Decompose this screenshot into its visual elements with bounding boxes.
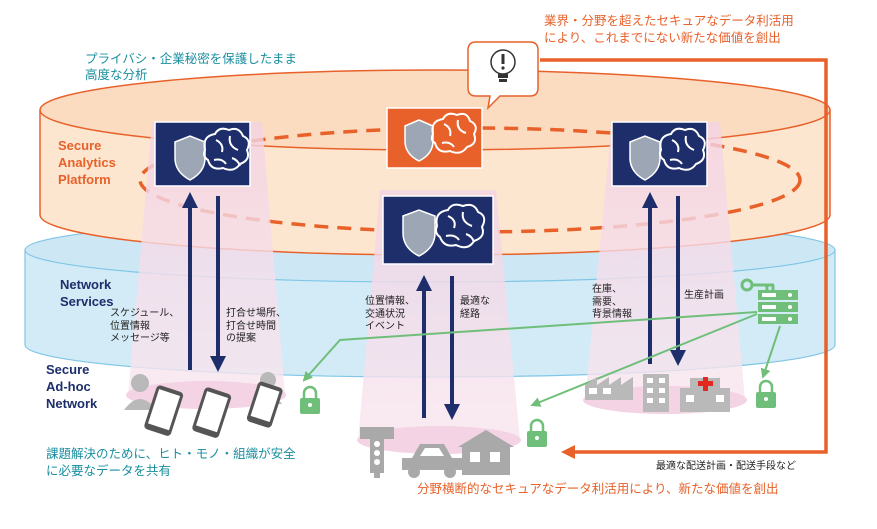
value-feedback-arrow xyxy=(540,58,828,459)
lock-icon xyxy=(527,418,547,447)
smartphone-icon xyxy=(246,381,283,428)
shield-icon xyxy=(629,135,661,181)
cross-domain-caption: 分野横断的なセキュアなデータ利活用により、新たな価値を創出 xyxy=(417,481,779,496)
beam-right xyxy=(585,122,745,400)
person-icon xyxy=(124,374,156,410)
brain-icon xyxy=(203,127,250,171)
office-building-icon xyxy=(643,374,669,412)
flow-label-right-down: 生産計画 xyxy=(684,290,724,301)
device-group-left xyxy=(124,372,283,438)
platform-label-3: Platform xyxy=(58,172,111,187)
beam-left xyxy=(128,122,285,395)
smartphone-icon xyxy=(144,385,184,436)
analysis-box-left xyxy=(154,121,251,187)
lightbulb-icon xyxy=(490,49,516,82)
flow-arrows xyxy=(182,192,686,420)
network-label-2: Services xyxy=(60,294,114,309)
sharing-caption-line2: に必要なデータを共有 xyxy=(46,463,172,478)
brain-icon xyxy=(659,127,706,171)
factory-icon xyxy=(585,377,633,400)
flow-label-center-up: 位置情報、 交通状況 イベント xyxy=(365,296,415,332)
analysis-box-center xyxy=(382,195,494,265)
brain-icon xyxy=(435,203,486,249)
brain-icon xyxy=(430,112,477,154)
flow-label-left-up: スケジュール、 位置情報 メッセージ等 xyxy=(110,308,180,344)
privacy-caption-line2: 高度な分析 xyxy=(85,67,148,82)
flow-label-center-down: 最適な 経路 xyxy=(460,296,490,320)
smartphone-icon xyxy=(192,387,232,438)
lightbulb-bubble xyxy=(467,41,539,111)
traffic-light-icon xyxy=(360,427,394,478)
sharing-caption-line1: 課題解決のために、ヒト・モノ・組織が安全 xyxy=(46,446,296,461)
adhoc-label-3: Network xyxy=(46,396,98,411)
delivery-note: 最適な配送計画・配送手段など xyxy=(656,461,796,472)
adhoc-label-2: Ad-hoc xyxy=(46,379,91,394)
server-icon xyxy=(758,290,798,324)
value-caption-line1: 業界・分野を超えたセキュアなデータ利活用 xyxy=(544,13,794,28)
flow-label-right-up: 在庫、 需要、 背景情報 xyxy=(592,284,632,320)
flow-label-left-down: 打合せ場所、 打合せ時間 の提案 xyxy=(226,308,286,344)
value-caption-line2: により、これまでにない新たな価値を創出 xyxy=(544,30,781,45)
platform-label-2: Analytics xyxy=(58,155,116,170)
shield-icon xyxy=(402,209,436,257)
lock-icon xyxy=(300,385,320,414)
analysis-box-right xyxy=(611,121,708,187)
privacy-caption-line1: プライバシ・企業秘密を保護したまま xyxy=(85,51,297,66)
lock-icon xyxy=(756,379,776,408)
hospital-icon xyxy=(680,377,730,412)
device-group-right xyxy=(585,374,730,412)
platform-label-1: Secure xyxy=(58,138,102,153)
adhoc-label-1: Secure xyxy=(46,362,90,377)
analysis-box-top xyxy=(386,107,483,169)
house-icon xyxy=(458,430,514,475)
network-label-1: Network xyxy=(60,277,112,292)
key-distribution-lines xyxy=(302,311,781,407)
car-icon xyxy=(402,444,462,478)
device-group-center xyxy=(360,427,514,478)
